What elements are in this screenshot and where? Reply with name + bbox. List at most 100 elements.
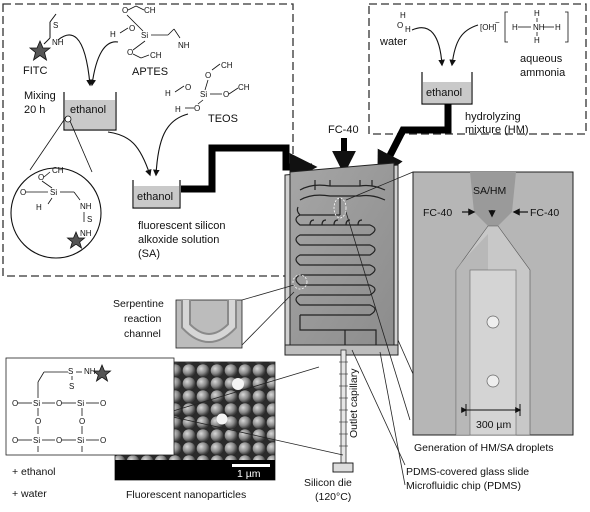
net-si-3: Si	[33, 436, 40, 445]
aptes-ch3-2: CH	[150, 51, 162, 60]
nh4-h-bottom: H	[534, 36, 540, 45]
silicon-die	[332, 462, 354, 473]
hm-synthesis-box: H O H water [OH] − H H NH H H aqueous am…	[368, 3, 587, 136]
zoom-si: Si	[50, 188, 57, 197]
outlet-label: Outlet capillary	[348, 368, 360, 438]
zoom-h3c: H	[36, 203, 42, 212]
net-c: S	[68, 367, 73, 376]
sa-synthesis-box: S NH FITC O CH H O Si NH O CH APTES	[2, 3, 294, 277]
teos-o2: O	[185, 83, 191, 92]
net-si-4: Si	[77, 436, 84, 445]
silica-network: S NH S O Si O Si O O O O Si O Si O	[5, 357, 175, 456]
pdms-slide-label: PDMS-covered glass slide	[406, 466, 529, 478]
teos-ch3-2: CH	[238, 83, 250, 92]
generation-label: Generation of HM/SA droplets	[414, 442, 554, 454]
net-o-6: O	[12, 436, 18, 445]
silicon-label-2: (120°C)	[315, 491, 351, 503]
teos-o3: O	[223, 90, 229, 99]
ammonia-label: ammonia	[520, 67, 566, 79]
zoom-s: S	[87, 215, 92, 224]
ammonium-structure: H H NH H H	[504, 9, 569, 45]
teos-si: Si	[200, 90, 207, 99]
molecule-zoom-circle: O CH Si O H NH S NH	[10, 166, 102, 259]
fc40-right-label: FC-40	[530, 207, 559, 219]
teos-o1: O	[205, 71, 211, 80]
aptes-label: APTES	[132, 66, 168, 78]
nh4-h-top: H	[534, 9, 540, 18]
mixing-time-label: 20 h	[24, 104, 45, 116]
silicon-label-1: Silicon die	[304, 477, 352, 489]
net-o-7: O	[56, 436, 62, 445]
net-si-1: Si	[33, 399, 40, 408]
serpentine-label-1: Serpentine	[113, 298, 164, 310]
fitc-s-label: S	[53, 21, 58, 30]
zoom-nh-1: NH	[80, 202, 92, 211]
hm-label-2: mixture (HM)	[465, 124, 529, 136]
plus-water-label: + water	[12, 488, 47, 500]
serpentine-label-2: reaction	[124, 313, 162, 325]
fc40-left-label: FC-40	[423, 207, 452, 219]
fc40-top-label: FC-40	[328, 124, 359, 136]
net-s: S	[69, 382, 74, 391]
teos-molecule: CH O H O Si O CH H O TEOS	[165, 61, 250, 125]
sa-label-2: alkoxide solution	[138, 234, 219, 246]
sa-tube	[181, 144, 318, 193]
fitc-molecule: S NH FITC	[23, 13, 64, 77]
water-label: water	[379, 36, 407, 48]
hm-tube	[376, 104, 452, 180]
water-h-label: H	[400, 11, 406, 20]
net-o-8: O	[100, 436, 106, 445]
sa-hm-label: SA/HM	[473, 185, 506, 197]
mixing-beaker: ethanol Mixing 20 h	[24, 90, 117, 131]
net-si-2: Si	[77, 399, 84, 408]
nh4-n: NH	[533, 23, 545, 32]
nh4-h-left: H	[512, 23, 518, 32]
aptes-ch3-1: CH	[144, 6, 156, 15]
zoom-ch3-1: CH	[52, 166, 64, 175]
hm-beaker: ethanol	[421, 72, 473, 105]
aptes-nh2: NH	[178, 41, 190, 50]
fitc-label: FITC	[23, 65, 47, 77]
teos-label: TEOS	[208, 113, 238, 125]
aqueous-label: aqueous	[520, 53, 563, 65]
net-o-3: O	[100, 399, 106, 408]
fitc-nh-label: NH	[52, 38, 64, 47]
aptes-o1: O	[122, 6, 128, 15]
net-o-4: O	[35, 417, 41, 426]
net-o-5: O	[79, 417, 85, 426]
hydroxide-label: [OH]	[480, 23, 496, 32]
ethanol-label-c: ethanol	[426, 87, 462, 99]
water-h2-label: H	[405, 25, 411, 34]
teos-o4: O	[194, 104, 200, 113]
teos-h3c-2: H	[175, 105, 181, 114]
net-o-2: O	[56, 399, 62, 408]
teos-ch3-1: CH	[221, 61, 233, 70]
droplet-micrograph: SA/HM FC-40 FC-40 300 µm	[412, 171, 574, 436]
nh4-h-right: H	[555, 23, 561, 32]
chip-label: Microfluidic chip (PDMS)	[406, 480, 521, 492]
aptes-o3: O	[127, 48, 133, 57]
net-o-1: O	[12, 399, 18, 408]
serpentine-label-3: channel	[124, 328, 161, 340]
zoom-nh-2: NH	[80, 229, 92, 238]
mixing-label: Mixing	[24, 90, 56, 102]
zoom-o2: O	[20, 188, 26, 197]
aptes-molecule: O CH H O Si NH O CH APTES	[110, 5, 190, 78]
ethanol-label-b: ethanol	[137, 191, 173, 203]
hm-label-1: hydrolyzing	[465, 111, 521, 123]
net-nh: NH	[84, 367, 96, 376]
water-o-label: O	[397, 21, 403, 30]
ethanol-label-a: ethanol	[70, 104, 106, 116]
sa-label-1: fluorescent silicon	[138, 220, 225, 232]
serpentine-micrograph	[175, 299, 243, 349]
teos-h3c-1: H	[165, 89, 171, 98]
aptes-o2: O	[129, 24, 135, 33]
sa-beaker: ethanol	[132, 180, 181, 209]
aptes-h3c: H	[110, 30, 116, 39]
scale-300um: 300 µm	[476, 419, 511, 431]
sa-label-3: (SA)	[138, 248, 160, 260]
hydroxide-charge: −	[495, 18, 500, 27]
aptes-si: Si	[141, 31, 148, 40]
scale-1um: 1 µm	[237, 468, 261, 480]
